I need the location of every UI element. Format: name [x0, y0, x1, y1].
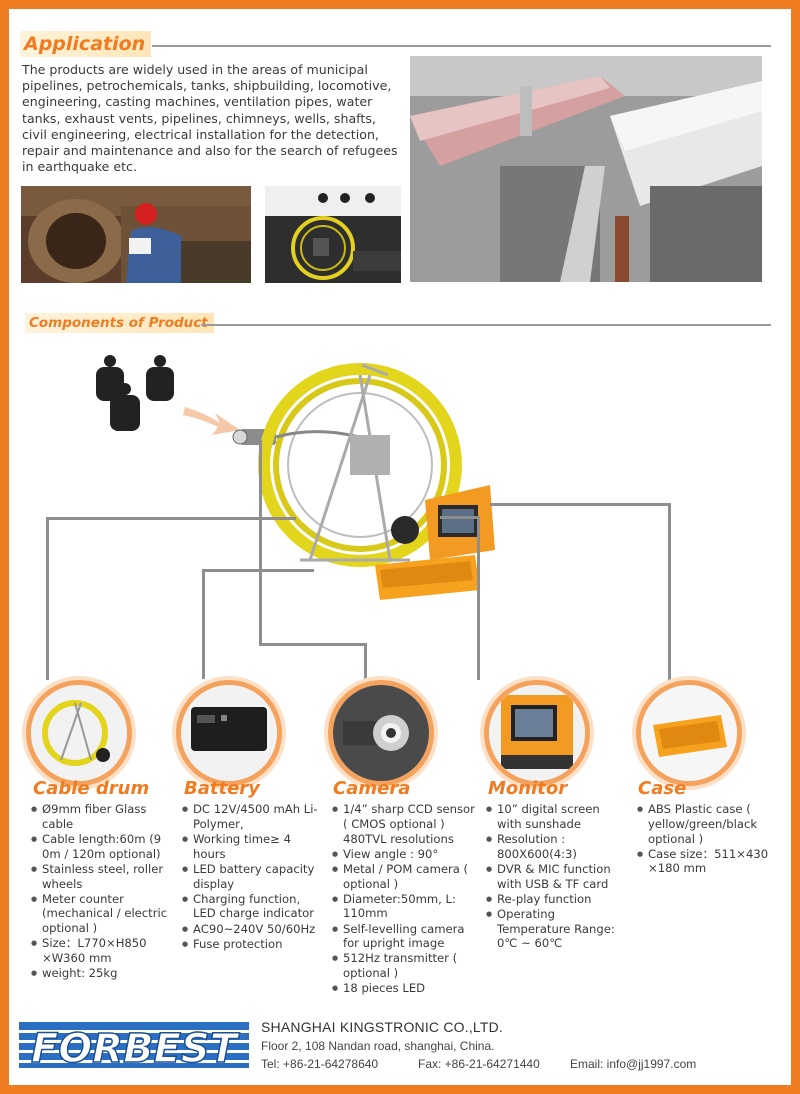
- pipeline-photo: [410, 56, 762, 282]
- spec-item: Ø9mm fiber Glass cable: [31, 802, 176, 832]
- spec-item: Self-levelling camera for upright image: [332, 922, 477, 952]
- spec-item: Operating Temperature Range: 0℃ ~ 60℃: [486, 907, 626, 951]
- forbest-logo: FORBEST: [17, 1018, 251, 1073]
- spec-item: Metal / POM camera ( optional ): [332, 862, 477, 892]
- spec-item: LED battery capacity display: [182, 862, 322, 892]
- spec-item: 1/4” sharp CCD sensor ( CMOS optional ) …: [332, 802, 477, 846]
- spec-item: Stainless steel, roller wheels: [31, 862, 176, 892]
- company-address: Floor 2, 108 Nandan road, shanghai, Chin…: [261, 1039, 495, 1053]
- spec-item: AC90~240V 50/60Hz: [182, 922, 322, 937]
- components-rule: [201, 324, 771, 326]
- cable-drum-thumbnail: [26, 680, 132, 786]
- spec-item: Size：L770×H850 ×W360 mm: [31, 936, 176, 966]
- company-email: Email: info@jj1997.com: [570, 1057, 697, 1071]
- case-thumbnail: [636, 680, 742, 786]
- spec-item: Case size：511×430 ×180 mm: [637, 847, 777, 877]
- camera-specs: 1/4” sharp CCD sensor ( CMOS optional ) …: [332, 802, 477, 996]
- spec-item: DC 12V/4500 mAh Li-Polymer,: [182, 802, 322, 832]
- cable-drum-title: Cable drum: [33, 778, 150, 799]
- monitor-thumbnail: [484, 680, 590, 786]
- camera-thumbnail: [328, 680, 434, 786]
- connector-camera-v2: [364, 643, 367, 680]
- monitor-specs: 10” digital screen with sunshade Resolut…: [486, 802, 626, 951]
- spec-item: Diameter:50mm, L: 110mm: [332, 892, 477, 922]
- spec-item: DVR & MIC function with USB & TF card: [486, 862, 626, 892]
- spec-item: Cable length:60m (9 0m / 120m optional): [31, 832, 176, 862]
- connector-battery-h: [202, 569, 314, 572]
- connector-camera-h: [259, 643, 366, 646]
- spec-item: Fuse protection: [182, 937, 322, 952]
- battery-title: Battery: [184, 778, 260, 799]
- spec-item: 512Hz transmitter ( optional ): [332, 951, 477, 981]
- spec-item: weight: 25kg: [31, 966, 176, 981]
- spec-item: Resolution : 800X600(4:3): [486, 832, 626, 862]
- monitor-title: Monitor: [488, 778, 568, 799]
- connector-camera-v1: [259, 440, 262, 645]
- worker-photo: [21, 186, 251, 283]
- spec-item: ABS Plastic case ( yellow/green/black op…: [637, 802, 777, 846]
- spec-item: Working time≥ 4 hours: [182, 832, 322, 862]
- company-fax: Fax: +86-21-64271440: [418, 1057, 540, 1071]
- connector-battery-v: [202, 569, 205, 679]
- company-name: SHANGHAI KINGSTRONIC CO.,LTD.: [261, 1019, 504, 1035]
- application-rule: [152, 45, 771, 47]
- logo-text: FORBEST: [31, 1026, 240, 1072]
- connector-case-h: [490, 503, 671, 506]
- spec-item: Meter counter (mechanical / electric opt…: [31, 892, 176, 936]
- cable-drum-specs: Ø9mm fiber Glass cable Cable length:60m …: [31, 802, 176, 981]
- product-illustration: [80, 355, 510, 615]
- spec-item: 10” digital screen with sunshade: [486, 802, 626, 832]
- connector-monitor-v: [477, 516, 480, 680]
- spec-item: Charging function, LED charge indicator: [182, 892, 322, 922]
- application-text: The products are widely used in the area…: [22, 62, 398, 175]
- spec-item: 18 pieces LED: [332, 981, 477, 996]
- camera-title: Camera: [333, 778, 411, 799]
- spec-item: View angle : 90°: [332, 847, 477, 862]
- connector-cable-drum-h: [46, 517, 296, 520]
- application-heading: Application: [20, 31, 152, 57]
- pipe-camera-photo: [265, 186, 401, 283]
- case-specs: ABS Plastic case ( yellow/green/black op…: [637, 802, 777, 877]
- battery-specs: DC 12V/4500 mAh Li-Polymer, Working time…: [182, 802, 322, 952]
- connector-case-v: [668, 503, 671, 681]
- connector-monitor-h: [440, 516, 480, 519]
- company-tel: Tel: +86-21-64278640: [261, 1057, 379, 1071]
- spec-item: Re-play function: [486, 892, 626, 907]
- components-heading: Components of Product: [25, 313, 214, 333]
- battery-thumbnail: [176, 680, 282, 786]
- connector-cable-drum-v: [46, 517, 49, 680]
- case-title: Case: [638, 778, 687, 799]
